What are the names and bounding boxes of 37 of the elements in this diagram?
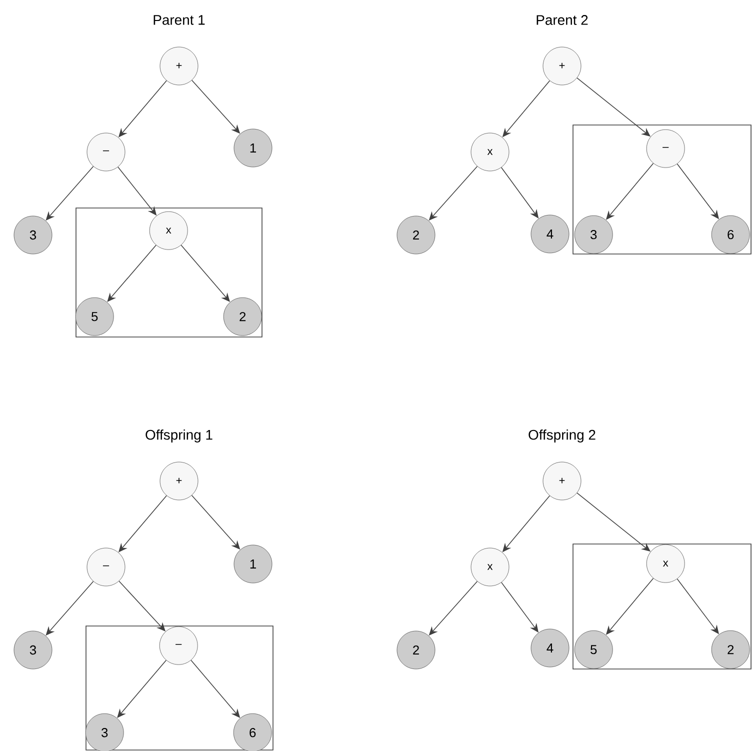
tree-node: x (149, 211, 188, 250)
arrow (117, 660, 167, 718)
tree-node: + (160, 462, 198, 500)
tree-node: 3 (14, 630, 52, 670)
tree-node: 3 (85, 713, 124, 751)
tree-node: – (86, 548, 126, 586)
tree-node: 6 (233, 713, 272, 751)
tree-node: 1 (234, 544, 272, 584)
tree-node: 4 (530, 628, 570, 668)
subtree-box (86, 626, 274, 750)
tree-node: 1 (234, 128, 272, 168)
tree-node: 5 (75, 297, 114, 336)
tree-title: Parent 1 (154, 15, 205, 25)
subtree-box (572, 124, 752, 254)
tree-node: 2 (223, 297, 262, 336)
tree-node: 3 (14, 216, 52, 254)
tree-node: + (542, 46, 582, 86)
tree-title: Offspring 2 (528, 430, 596, 442)
subtree-box (76, 208, 262, 338)
tree-node: x (470, 132, 510, 172)
tree-node: – (646, 129, 685, 168)
tree-node: – (159, 626, 198, 665)
tree-node: + (160, 46, 198, 86)
tree-node: + (542, 462, 582, 500)
tree-node: 2 (396, 216, 436, 254)
tree-node: 6 (711, 215, 750, 254)
tree-node: 4 (530, 214, 570, 254)
tree-node: 3 (574, 215, 613, 254)
tree-node: 5 (574, 630, 613, 669)
tree-node: x (646, 544, 685, 583)
tree-title: Offspring 1 (146, 430, 212, 442)
tree-node: 2 (396, 630, 436, 670)
subtree-box (572, 544, 752, 670)
tree-node: x (470, 548, 510, 586)
tree-node: – (86, 132, 126, 172)
tree-title: Parent 2 (536, 15, 588, 25)
tree-node: 2 (711, 630, 750, 669)
